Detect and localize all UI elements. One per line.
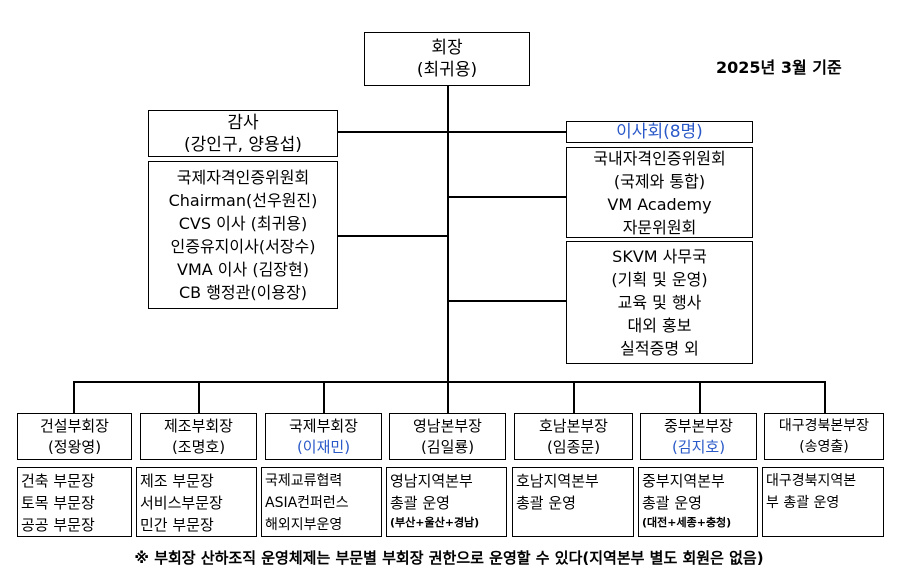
chair-vertical-line (447, 86, 449, 382)
dept-box-jungbu: 중부본부장 (김지호) (640, 413, 757, 460)
dept-name: (이재민) (296, 437, 351, 456)
left-committee-connector-line (337, 235, 447, 237)
dept-sub-honam: 호남지역본부 총괄 운영 (512, 467, 634, 537)
sub-unit: 민간 부문장 (140, 516, 214, 534)
auditor-connector-line (337, 131, 447, 133)
committee-line: VMA 이사 (김장현) (177, 260, 309, 279)
committee-line: (국제와 통합) (613, 171, 706, 191)
sub-unit-note: (부산+울산+경남) (390, 516, 480, 529)
dept-name: (김일룡) (420, 437, 475, 456)
auditor-title: 감사 (227, 112, 259, 133)
dept-title: 건설부회장 (39, 416, 109, 435)
sub-unit-note: (대전+세종+충청) (642, 516, 732, 529)
office-line: 대외 홍보 (627, 316, 692, 335)
dept-box-construction: 건설부회장 (정왕영) (17, 413, 132, 460)
dept-sub-manufacturing: 제조 부문장 서비스부문장 민간 부문장 (136, 467, 257, 537)
sub-unit: 총괄 운영 (516, 494, 576, 512)
international-certification-committee-box: 국제자격인증위원회 Chairman(선우원진) CVS 이사 (최귀용) 인증… (148, 161, 338, 309)
dept-drop-line (824, 381, 826, 413)
dept-box-honam: 호남본부장 (임종문) (514, 413, 633, 460)
chair-title: 회장 (431, 38, 463, 58)
dept-title: 대구경북본부장 (778, 417, 870, 434)
dept-name: (조명호) (171, 437, 226, 456)
committee-line: 인증유지이사(서장수) (170, 237, 316, 256)
sub-unit: ASIA컨퍼런스 (265, 495, 349, 511)
dept-box-manufacturing: 제조부회장 (조명호) (140, 413, 257, 460)
committee-line: CB 행정관(이용장) (178, 283, 308, 302)
sub-unit: 중부지역본부 (642, 472, 725, 490)
sub-unit: 서비스부문장 (140, 494, 223, 512)
dept-sub-international: 국제교류협력 ASIA컨퍼런스 해외지부운영 (261, 467, 382, 537)
date-note: 2025년 3월 기준 (716, 58, 842, 77)
dept-title: 제조부회장 (163, 416, 233, 435)
committee-line: CVS 이사 (최귀용) (178, 214, 308, 233)
chair-name: (최귀용) (416, 60, 478, 80)
sub-unit: 건축 부문장 (21, 472, 95, 490)
chair-box: 회장 (최귀용) (364, 32, 530, 86)
sub-unit: 총괄 운영 (642, 494, 702, 512)
dept-box-international: 국제부회장 (이재민) (265, 413, 382, 460)
sub-unit: 부 총괄 운영 (766, 495, 840, 511)
office-line: 실적증명 외 (620, 339, 699, 358)
dept-name: (임종문) (546, 437, 601, 456)
sub-unit: 영남지역본부 (390, 472, 473, 490)
sub-unit: 제조 부문장 (140, 472, 214, 490)
board-title: 이사회(8명) (616, 122, 703, 142)
sub-unit: 해외지부운영 (265, 517, 343, 533)
committee-line: 자문위원회 (622, 217, 697, 237)
dept-name: (송영출) (799, 438, 849, 455)
footnote: ※ 부회장 산하조직 운영체제는 부문별 부회장 권한으로 운영할 수 있다(지… (134, 549, 764, 567)
dept-drop-line (699, 381, 701, 413)
dept-title: 영남본부장 (412, 416, 482, 435)
dept-drop-line (573, 381, 575, 413)
dept-title: 중부본부장 (663, 416, 733, 435)
dept-drop-line (73, 381, 75, 413)
dept-name: (김지호) (671, 437, 726, 456)
department-bus-line (73, 381, 826, 383)
dept-box-daegu-gyeongbuk: 대구경북본부장 (송영출) (764, 413, 884, 460)
sub-unit: 대구경북지역본 (766, 473, 857, 489)
office-line: (기획 및 운영) (611, 270, 708, 289)
committee-line: Chairman(선우원진) (168, 191, 318, 210)
sub-unit: 공공 부문장 (21, 516, 95, 534)
dept-name: (정왕영) (47, 437, 102, 456)
sub-unit: 호남지역본부 (516, 472, 599, 490)
auditor-name: (강인구, 양용섭) (184, 134, 302, 155)
sub-unit: 토목 부문장 (21, 494, 95, 512)
board-connector-line (449, 131, 566, 133)
right-committee-connector-line (449, 196, 566, 198)
dept-drop-line (198, 381, 200, 413)
dept-sub-yeongnam: 영남지역본부 총괄 운영 (부산+울산+경남) (386, 467, 507, 537)
office-line: 교육 및 행사 (617, 293, 702, 312)
dept-drop-line (323, 381, 325, 413)
committee-line: VM Academy (607, 194, 712, 214)
dept-sub-construction: 건축 부문장 토목 부문장 공공 부문장 (17, 467, 132, 537)
board-box: 이사회(8명) (566, 121, 753, 143)
sub-unit: 국제교류협력 (265, 473, 343, 489)
dept-drop-line (447, 381, 449, 413)
auditor-box: 감사 (강인구, 양용섭) (148, 110, 338, 157)
dept-box-yeongnam: 영남본부장 (김일룡) (389, 413, 506, 460)
committee-line: 국제자격인증위원회 (176, 168, 310, 187)
dept-sub-daegu-gyeongbuk: 대구경북지역본 부 총괄 운영 (762, 467, 884, 537)
sub-unit: 총괄 운영 (390, 494, 450, 512)
dept-title: 국제부회장 (288, 416, 358, 435)
office-line: SKVM 사무국 (612, 247, 707, 266)
office-box: SKVM 사무국 (기획 및 운영) 교육 및 행사 대외 홍보 실적증명 외 (566, 241, 753, 364)
dept-title: 호남본부장 (538, 416, 608, 435)
office-connector-line (449, 300, 566, 302)
dept-sub-jungbu: 중부지역본부 총괄 운영 (대전+세종+충청) (638, 467, 758, 537)
committee-line: 국내자격인증위원회 (593, 148, 726, 168)
domestic-certification-committee-box: 국내자격인증위원회 (국제와 통합) VM Academy 자문위원회 (566, 147, 753, 238)
